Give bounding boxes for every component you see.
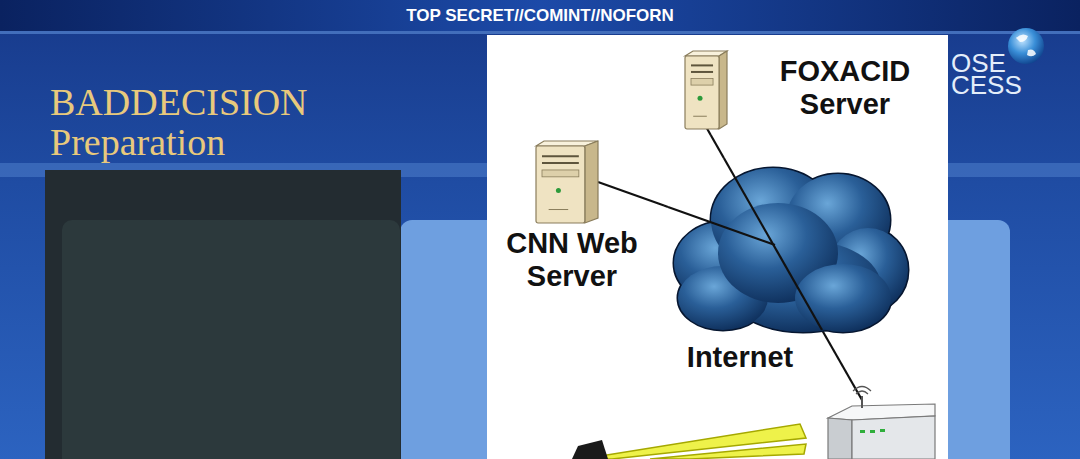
top-bar bbox=[0, 0, 1080, 31]
router-light bbox=[880, 429, 885, 432]
slide-title: BADDECISION Preparation bbox=[50, 82, 370, 162]
server-light bbox=[556, 188, 561, 193]
cloud-shape bbox=[674, 168, 908, 332]
title-holder: BADDECISION Preparation bbox=[50, 82, 370, 162]
globe-land bbox=[1016, 34, 1036, 56]
link-line bbox=[668, 207, 775, 245]
cloud-node: Internet bbox=[668, 158, 910, 380]
cloud-outline bbox=[795, 264, 891, 332]
router-antenna bbox=[861, 396, 863, 408]
server-node: CNN Web Server bbox=[482, 135, 664, 300]
network-link bbox=[664, 205, 668, 206]
network-link bbox=[711, 135, 724, 158]
server-slot bbox=[691, 64, 713, 66]
wifi-beam bbox=[650, 444, 806, 459]
cloud-lines bbox=[668, 158, 822, 330]
node-label: FOXACID Server bbox=[765, 55, 925, 121]
cloud-outline bbox=[674, 168, 908, 332]
router-light bbox=[860, 430, 865, 433]
server-slot bbox=[542, 155, 579, 157]
dark-panel-inner bbox=[62, 220, 400, 459]
wifi-beam bbox=[582, 424, 806, 459]
laptop bbox=[572, 440, 608, 459]
server-light bbox=[698, 96, 703, 101]
server-slot bbox=[691, 71, 713, 73]
server-node: FOXACID Server bbox=[675, 45, 930, 135]
label-holder: TOP SECRET//COMINT//NOFORN bbox=[0, 6, 1080, 26]
server-side bbox=[585, 141, 598, 223]
server-vent bbox=[549, 209, 569, 210]
link-line bbox=[822, 330, 862, 400]
router-light bbox=[870, 430, 875, 433]
server-side bbox=[719, 51, 727, 129]
server-bay bbox=[691, 79, 713, 86]
node-label: CNN Web Server bbox=[484, 227, 660, 293]
server-front bbox=[536, 146, 585, 223]
server-icon bbox=[683, 49, 729, 131]
wifi-symbol bbox=[853, 387, 871, 395]
router-side bbox=[828, 418, 852, 459]
globe-icon bbox=[1008, 28, 1044, 64]
node-label: Internet bbox=[670, 341, 810, 374]
link-line bbox=[724, 158, 822, 330]
server-vent bbox=[693, 116, 707, 117]
cloud-icon bbox=[668, 158, 910, 338]
cloud-puff bbox=[795, 264, 891, 332]
server-bay bbox=[542, 170, 579, 177]
classification-banner: TOP SECRET//COMINT//NOFORN bbox=[0, 6, 1080, 26]
server-icon bbox=[534, 139, 600, 225]
server-front bbox=[685, 56, 719, 129]
link-line bbox=[598, 182, 664, 205]
label-holder: CESS bbox=[951, 72, 1022, 98]
router-front bbox=[852, 416, 935, 459]
logo-text: CESS bbox=[951, 72, 1022, 98]
server-slot bbox=[542, 162, 579, 164]
bar-edge bbox=[0, 31, 1080, 34]
